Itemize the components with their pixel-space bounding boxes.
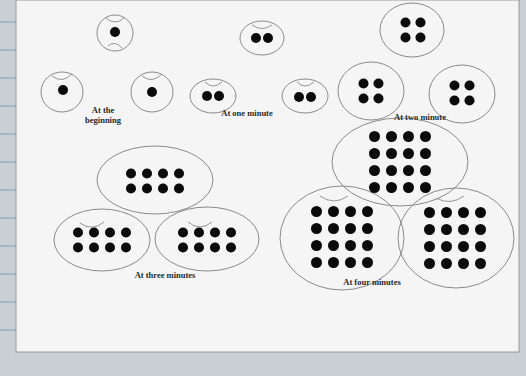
time-label: At three minutes	[110, 271, 220, 281]
time-label: At the beginning	[77, 106, 129, 126]
time-label: At one minute	[202, 109, 292, 119]
time-label: At two minute	[375, 113, 465, 123]
time-label: At four minutes	[317, 278, 427, 288]
